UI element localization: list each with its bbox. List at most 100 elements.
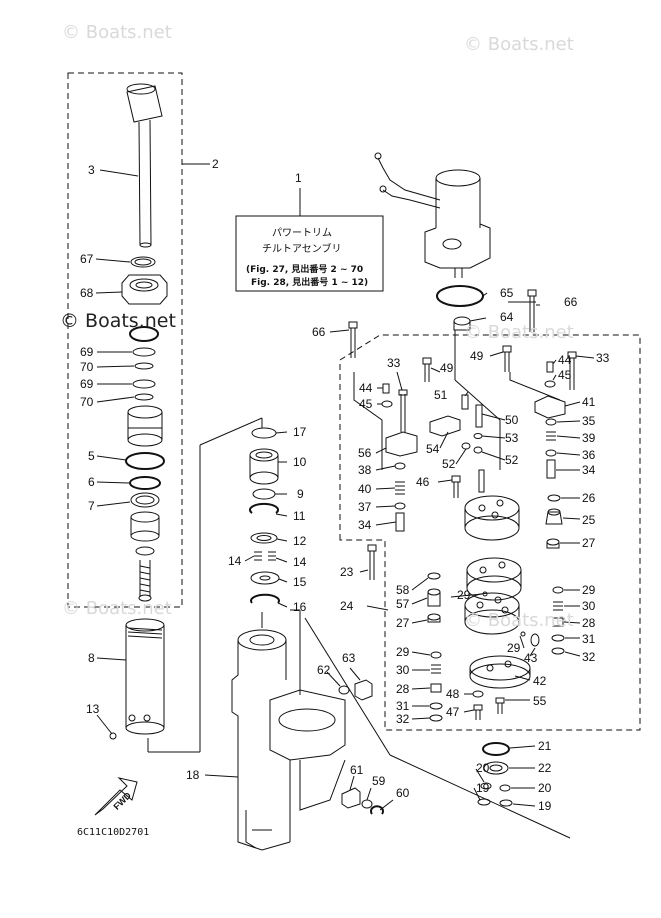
callout-3: 3 xyxy=(88,163,95,177)
bolt-66b xyxy=(527,289,537,332)
callout-35: 35 xyxy=(582,414,596,428)
seat-28a xyxy=(552,617,564,627)
screw-55 xyxy=(495,697,505,714)
title-line-4: Fig. 28, 見出番号 1 ~ 12) xyxy=(251,278,369,288)
pin-center xyxy=(478,469,485,493)
bolt-33b xyxy=(567,351,577,390)
callout-10: 10 xyxy=(293,455,307,469)
cap-27b xyxy=(427,613,441,623)
callout-58: 58 xyxy=(396,583,410,597)
washer-45a xyxy=(381,400,393,408)
callout-46: 46 xyxy=(416,475,430,489)
valve-block-middle xyxy=(466,557,522,601)
ball-52a xyxy=(461,442,471,450)
ring-29a xyxy=(552,586,564,594)
callout-30: 30 xyxy=(396,663,410,677)
circlip-16 xyxy=(250,593,280,604)
callout-28: 28 xyxy=(582,616,596,630)
callout-20: 20 xyxy=(538,781,552,795)
callout-14: 14 xyxy=(293,555,307,569)
callout-38: 38 xyxy=(358,463,372,477)
callout-19: 19 xyxy=(538,799,552,813)
ring-32b xyxy=(429,714,443,722)
washer xyxy=(135,546,155,556)
callout-68: 68 xyxy=(80,286,94,300)
o-ring-5 xyxy=(125,452,165,470)
piston-part xyxy=(127,405,163,447)
filter-64 xyxy=(453,316,471,326)
springs-14 xyxy=(254,551,276,561)
title-box-frame xyxy=(235,215,384,292)
spring-39 xyxy=(546,431,556,441)
callout-49: 49 xyxy=(470,349,484,363)
o-ring-17 xyxy=(251,427,277,439)
callout-39: 39 xyxy=(582,431,596,445)
pin-50 xyxy=(475,404,483,428)
callout-59: 59 xyxy=(372,774,386,788)
callout-5: 5 xyxy=(88,449,95,463)
callout-57: 57 xyxy=(396,597,410,611)
ring-53 xyxy=(473,433,483,439)
washer-45b xyxy=(544,380,556,388)
ring-35 xyxy=(545,418,557,426)
callout-66: 66 xyxy=(564,295,578,309)
ring-32a xyxy=(551,647,565,655)
callout-56: 56 xyxy=(358,446,372,460)
callout-6: 6 xyxy=(88,475,95,489)
leader-3 xyxy=(99,169,139,177)
title-line-1: パワートリム xyxy=(272,228,332,239)
callout-33: 33 xyxy=(387,356,401,370)
ball-36 xyxy=(545,449,557,457)
callout-52: 52 xyxy=(505,453,519,467)
fwd-arrow xyxy=(94,777,138,816)
valve-block-upper xyxy=(464,495,520,541)
callout-43: 43 xyxy=(524,651,538,665)
callout-31: 31 xyxy=(582,632,596,646)
callout-9: 9 xyxy=(297,487,304,501)
screw-part xyxy=(138,560,152,602)
callout-54: 54 xyxy=(426,442,440,456)
callout-31: 31 xyxy=(396,699,410,713)
bracket-41 xyxy=(534,395,566,419)
ball-29b xyxy=(482,591,488,597)
callout-44: 44 xyxy=(359,381,373,395)
callout-24: 24 xyxy=(340,599,354,613)
seal-70a xyxy=(134,362,154,370)
ring-67 xyxy=(130,256,156,268)
valve-body-10 xyxy=(249,448,279,485)
pin-44b xyxy=(546,361,554,373)
callout-50: 50 xyxy=(505,413,519,427)
callout-13: 13 xyxy=(86,702,100,716)
callout-67: 67 xyxy=(80,252,94,266)
ring-20a xyxy=(480,782,492,790)
callout-28: 28 xyxy=(396,682,410,696)
callout-51: 51 xyxy=(434,388,448,402)
ring-9 xyxy=(252,488,276,500)
o-ring-21 xyxy=(482,742,510,756)
o-ring-65 xyxy=(436,285,484,307)
callout-55: 55 xyxy=(533,694,547,708)
callout-22: 22 xyxy=(538,761,552,775)
ring-31b xyxy=(429,702,443,710)
callout-27: 27 xyxy=(582,536,596,550)
o-ring-59 xyxy=(361,799,373,809)
valve-12 xyxy=(250,532,278,544)
pin-34a xyxy=(395,512,405,532)
callout-29: 29 xyxy=(457,588,471,602)
callout-42: 42 xyxy=(533,674,547,688)
ring-58 xyxy=(427,572,441,580)
callout-61: 61 xyxy=(350,763,364,777)
plug-19a xyxy=(477,798,491,806)
callout-36: 36 xyxy=(582,448,596,462)
callout-49: 49 xyxy=(440,361,454,375)
callout-19: 19 xyxy=(476,781,490,795)
spring-40 xyxy=(395,481,405,495)
callout-40: 40 xyxy=(358,482,372,496)
plug-63 xyxy=(354,679,373,701)
callout-34: 34 xyxy=(582,463,596,477)
diagram-code: 6C11C10D2701 xyxy=(77,827,150,838)
callout-20: 20 xyxy=(476,761,490,775)
callout-41: 41 xyxy=(582,395,596,409)
